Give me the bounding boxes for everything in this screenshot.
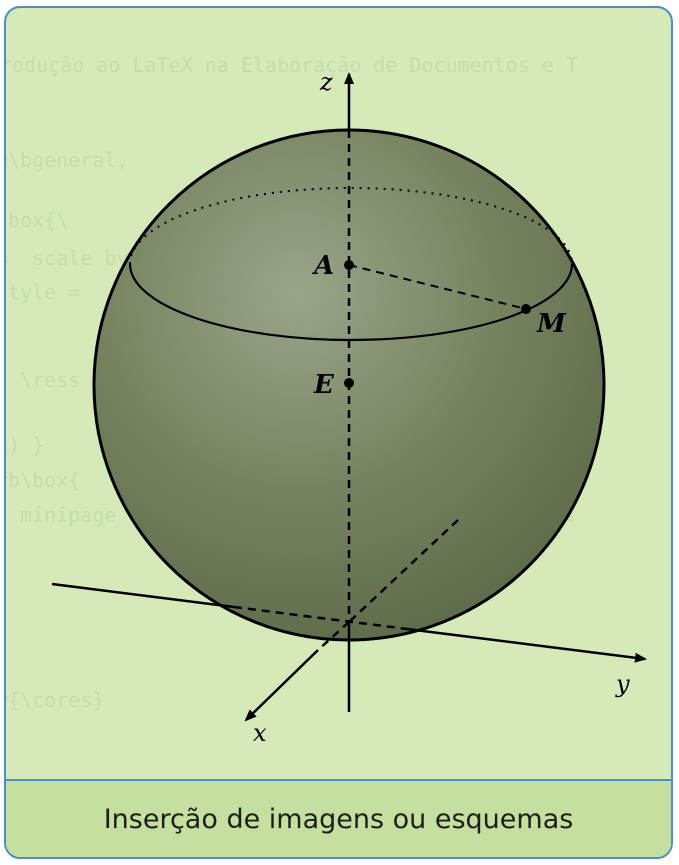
y-axis	[406, 627, 647, 663]
radius-am	[348, 264, 527, 310]
z-axis-label: z	[319, 68, 333, 96]
y-axis-hidden	[233, 605, 408, 631]
point-a-label: A	[311, 251, 334, 281]
point-e	[344, 378, 354, 388]
point-m-label: M	[536, 309, 567, 339]
y-axis-label: y	[615, 670, 630, 698]
caption-text: Inserção de imagens ou esquemas	[103, 803, 574, 835]
point-e-label: E	[313, 370, 335, 400]
point-a	[344, 260, 354, 270]
section-circle-back	[129, 187, 573, 265]
x-axis-back-hidden	[348, 519, 459, 623]
x-axis-hidden	[317, 621, 350, 651]
point-m	[521, 304, 531, 314]
x-axis-label: x	[253, 719, 267, 747]
slide-frame: rodução ao LaTeX na Elaboração de Docume…	[4, 6, 673, 859]
caption-bar: Inserção de imagens ou esquemas	[6, 779, 671, 857]
y-axis-left	[51, 582, 235, 609]
section-circle-front	[128, 263, 574, 342]
x-axis	[244, 649, 319, 722]
sphere-diagram: z y x A E M	[51, 68, 647, 747]
